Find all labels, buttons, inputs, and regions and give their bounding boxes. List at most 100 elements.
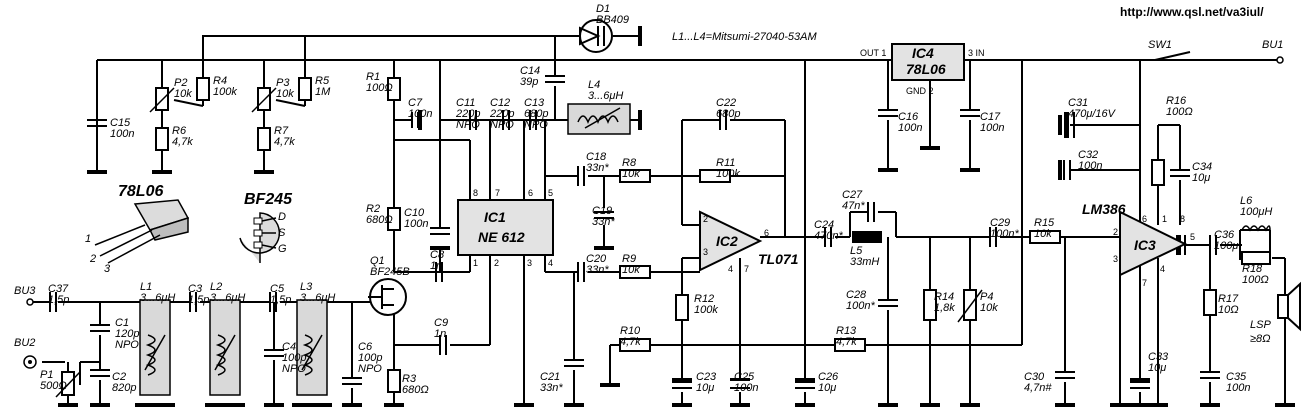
ic3-pin: 6: [1142, 214, 1147, 224]
ic4-part: 78L06: [906, 61, 946, 77]
ic1-pin: 1: [473, 258, 478, 268]
ic1-part: NE 612: [478, 229, 525, 245]
ic2-pin: 2: [703, 214, 708, 224]
ic1-pin: 2: [494, 258, 499, 268]
ic2-pin: 7: [744, 264, 749, 274]
ic4-in: 3 IN: [968, 48, 985, 58]
ic3-pin: 2: [1113, 227, 1118, 237]
ic4-body: [891, 43, 965, 81]
conn-lsp-val: ≥8Ω: [1250, 333, 1271, 345]
conn-bu3: BU3: [14, 285, 36, 297]
ic2-name: IC2: [716, 233, 738, 249]
ic2-part: TL071: [758, 251, 799, 267]
ic3-pin: 5: [1190, 232, 1195, 242]
ic2-pin: 6: [764, 228, 769, 238]
ic3-name: IC3: [1134, 237, 1156, 253]
ic1-name: IC1: [484, 209, 506, 225]
ic2-pin: 3: [703, 247, 708, 257]
conn-bu1: BU1: [1262, 39, 1283, 51]
ic1-pin: 8: [473, 188, 478, 198]
labels: http://www.qsl.net/va3iul/ L1...L4=Mitsu…: [14, 5, 1283, 349]
ic4-gnd: GND 2: [906, 86, 934, 96]
ic1-pin: 4: [548, 258, 553, 268]
fet-pin-g: G: [278, 243, 287, 255]
reg-package-drawing: [94, 199, 190, 264]
ic3-body: [1119, 210, 1188, 277]
reg-pin-2: 2: [89, 253, 96, 265]
fet-package-drawing: [239, 212, 281, 263]
conn-sw1: SW1: [1148, 39, 1172, 51]
ic3-pin: 7: [1142, 278, 1147, 288]
conn-bu2: BU2: [14, 337, 35, 349]
ic4-name: IC4: [912, 45, 934, 61]
ic3-pin: 3: [1113, 254, 1118, 264]
ic3-part: LM386: [1082, 201, 1126, 217]
fet-pin-d: D: [278, 211, 286, 223]
ic1-pin: 5: [548, 188, 553, 198]
ic1-pin: 6: [528, 188, 533, 198]
ic4-out: OUT 1: [860, 48, 886, 58]
ic1-pin: 3: [527, 258, 532, 268]
ic1-body: [457, 199, 554, 256]
ic1-pin: 7: [495, 188, 500, 198]
source-url: http://www.qsl.net/va3iul/: [1120, 5, 1264, 19]
fet-package-title: BF245: [244, 191, 293, 208]
